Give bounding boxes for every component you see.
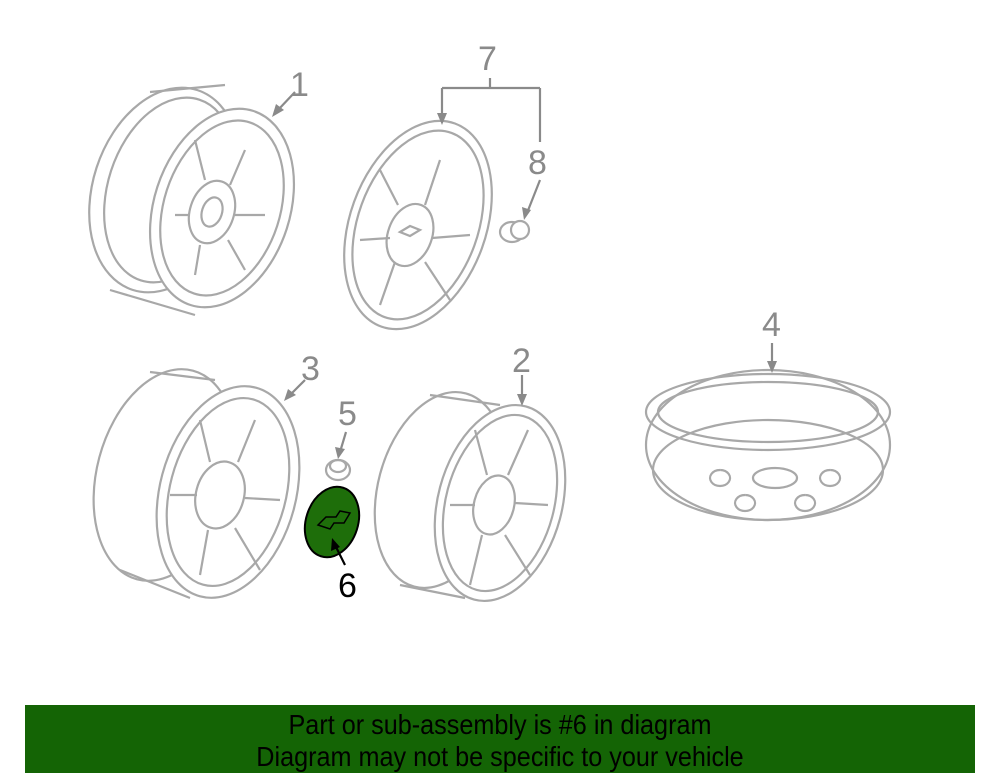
part-2-alloy-wheel[interactable] — [354, 377, 586, 615]
leader-lines — [272, 78, 777, 566]
callout-8[interactable]: 8 — [528, 144, 547, 182]
callout-7[interactable]: 7 — [478, 40, 497, 78]
banner-line-2: Diagram may not be specific to your vehi… — [256, 741, 744, 772]
part-3-alloy-wheel[interactable] — [71, 353, 321, 614]
callout-1[interactable]: 1 — [290, 66, 309, 104]
callout-3[interactable]: 3 — [301, 350, 320, 388]
parts-diagram: 1 2 3 4 5 6 7 8 — [64, 40, 892, 615]
part-6-center-cap[interactable] — [296, 480, 368, 565]
part-1-steel-wheel[interactable] — [64, 68, 318, 326]
part-8-lug-nut[interactable] — [498, 219, 531, 244]
callout-2[interactable]: 2 — [512, 342, 531, 380]
part-7-wheel-cover[interactable] — [317, 100, 519, 349]
part-5-lug-nut[interactable] — [324, 458, 352, 482]
part-4-spare-wheel[interactable] — [644, 368, 892, 522]
callout-6[interactable]: 6 — [338, 567, 357, 605]
info-banner: Part or sub-assembly is #6 in diagram Di… — [25, 705, 975, 773]
callout-4[interactable]: 4 — [762, 306, 781, 344]
callout-5[interactable]: 5 — [338, 395, 357, 433]
banner-line-1: Part or sub-assembly is #6 in diagram — [288, 709, 712, 740]
